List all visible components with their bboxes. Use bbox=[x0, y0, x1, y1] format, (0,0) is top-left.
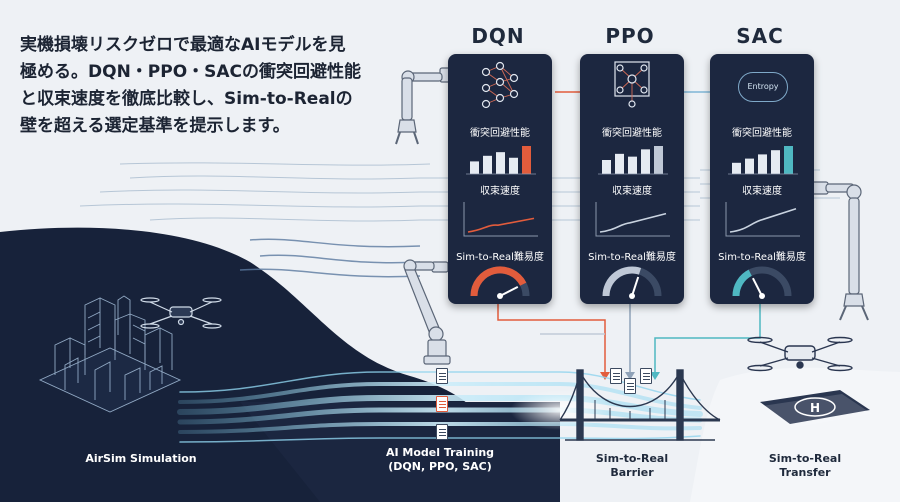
gauge-needle bbox=[631, 276, 640, 297]
headline-line-4: 壁を超える選定基準を提示します。 bbox=[20, 116, 290, 136]
headline-line-1: 実機損壊リスクゼロで最適なAIモデルを見 bbox=[20, 35, 346, 55]
robot-arm-right bbox=[811, 181, 869, 321]
collision-bar bbox=[758, 154, 767, 174]
collision-bar bbox=[522, 146, 531, 174]
stage-label-transfer: Sim-to-Real Transfer bbox=[745, 452, 865, 480]
stage-label-training-line2: (DQN, PPO, SAC) bbox=[388, 460, 492, 473]
collision-bar bbox=[615, 153, 624, 174]
svg-text:H: H bbox=[810, 401, 820, 415]
collision-bar bbox=[745, 158, 754, 174]
collision-bar bbox=[483, 155, 492, 174]
metric-label-difficulty: Sim-to-Real難易度 bbox=[456, 252, 544, 263]
data-flow-ribbon bbox=[177, 371, 703, 443]
convergence-curve bbox=[467, 217, 535, 233]
metric-label-convergence: 収束速度 bbox=[742, 186, 782, 197]
card-connectors bbox=[497, 91, 761, 372]
difficulty-gauge bbox=[732, 266, 792, 299]
collision-bar-chart bbox=[466, 146, 536, 175]
gauge-needle bbox=[752, 277, 763, 297]
convergence-curve bbox=[599, 212, 667, 233]
collision-bar bbox=[470, 161, 479, 174]
algo-card-ppo: 衝突回避性能 収束速度 Sim-to-Real難易度 bbox=[580, 54, 684, 304]
headline-text: 実機損壊リスクゼロで最適なAIモデルを見 極める。DQN・PPO・SACの衝突回… bbox=[20, 32, 390, 140]
headline-line-2: 極める。DQN・PPO・SACの衝突回避性能 bbox=[20, 62, 362, 82]
selected-doc-icon bbox=[610, 368, 622, 384]
convergence-line-chart bbox=[725, 202, 800, 237]
airsim-city-icon bbox=[38, 295, 182, 413]
entropy-icon: Entropy bbox=[738, 72, 788, 102]
gauge-level-arc bbox=[732, 269, 753, 297]
metric-label-difficulty: Sim-to-Real難易度 bbox=[588, 252, 676, 263]
headline-line-3: と収束速度を徹底比較し、Sim-to-Realの bbox=[20, 89, 353, 109]
collision-bar bbox=[602, 160, 611, 174]
gauge-needle bbox=[499, 286, 519, 297]
difficulty-gauge bbox=[602, 266, 662, 299]
gauge-level-arc bbox=[602, 266, 642, 297]
algo-card-sac: Entropy 衝突回避性能 収束速度 Sim-to-Real難易度 bbox=[710, 54, 814, 304]
metric-label-convergence: 収束速度 bbox=[612, 186, 652, 197]
difficulty-gauge bbox=[470, 266, 530, 299]
stage-label-airsim: AirSim Simulation bbox=[85, 452, 197, 465]
real-drone-icon bbox=[747, 336, 853, 372]
sim-to-real-bridge-icon bbox=[559, 369, 721, 441]
robot-arm-left-top bbox=[395, 67, 453, 145]
collision-bar bbox=[771, 150, 780, 174]
collision-bar-chart bbox=[598, 146, 668, 175]
metric-label-difficulty: Sim-to-Real難易度 bbox=[718, 252, 806, 263]
collision-bar bbox=[641, 149, 650, 174]
stage-label-transfer-line1: Sim-to-Real bbox=[768, 452, 842, 465]
model-doc-icon bbox=[436, 424, 448, 440]
collision-bar-chart bbox=[728, 146, 798, 175]
collision-bar bbox=[628, 156, 637, 174]
algo-title-ppo: PPO bbox=[605, 24, 655, 48]
stage-label-training: AI Model Training (DQN, PPO, SAC) bbox=[365, 446, 515, 474]
collision-bar bbox=[654, 146, 663, 174]
model-doc-icon bbox=[436, 368, 448, 384]
convergence-line-chart bbox=[595, 202, 670, 237]
simulation-drone-icon bbox=[140, 297, 222, 329]
stage-label-transfer-line2: Transfer bbox=[779, 466, 831, 479]
metric-label-collision: 衝突回避性能 bbox=[732, 128, 792, 139]
algo-title-sac: SAC bbox=[736, 24, 784, 48]
algo-title-dqn: DQN bbox=[471, 24, 525, 48]
policy-network-icon bbox=[614, 61, 650, 108]
stage-label-training-line1: AI Model Training bbox=[385, 446, 495, 459]
convergence-curve bbox=[729, 208, 797, 233]
stage-label-barrier-line1: Sim-to-Real bbox=[595, 452, 669, 465]
metric-label-convergence: 収束速度 bbox=[480, 186, 520, 197]
selected-doc-icon bbox=[624, 378, 636, 394]
algo-card-dqn: 衝突回避性能 収束速度 Sim-to-Real難易度 bbox=[448, 54, 552, 304]
robot-arm-left-bottom bbox=[403, 259, 451, 365]
model-doc-icon bbox=[436, 396, 448, 412]
metric-label-collision: 衝突回避性能 bbox=[470, 128, 530, 139]
stage-label-barrier: Sim-to-Real Barrier bbox=[572, 452, 692, 480]
collision-bar bbox=[509, 157, 518, 174]
convergence-line-chart bbox=[463, 202, 538, 237]
neural-network-icon bbox=[481, 61, 519, 109]
selected-doc-icon bbox=[640, 368, 652, 384]
gauge-level-arc bbox=[470, 266, 527, 297]
collision-bar bbox=[496, 152, 505, 174]
metric-label-collision: 衝突回避性能 bbox=[602, 128, 662, 139]
collision-bar bbox=[784, 146, 793, 174]
helipad-icon: H bbox=[760, 390, 872, 428]
stage-label-barrier-line2: Barrier bbox=[610, 466, 654, 479]
collision-bar bbox=[732, 162, 741, 174]
